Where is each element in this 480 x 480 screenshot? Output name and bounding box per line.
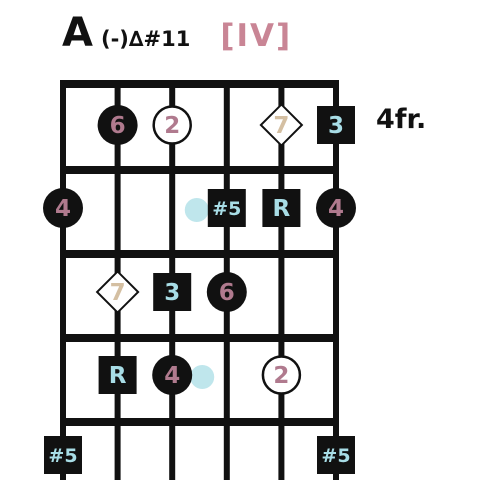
note-label: 4 — [328, 196, 344, 222]
fret-line-5 — [60, 418, 339, 426]
note-label: 3 — [328, 113, 344, 139]
note-marker: R — [98, 356, 137, 394]
note-square-dark — [262, 189, 301, 227]
note-marker: 3 — [317, 106, 355, 144]
note-square-dark — [317, 106, 355, 144]
note-square-dark — [207, 189, 246, 227]
note-marker: 7 — [259, 103, 304, 147]
note-circle-open — [261, 355, 302, 395]
note-circle-dark — [206, 272, 247, 312]
string-line-5 — [278, 80, 285, 480]
note-square-dark — [317, 436, 355, 474]
note-label: #5 — [48, 445, 77, 467]
chord-quality: (-)∆#11 — [100, 27, 191, 51]
ghost-dots — [184, 198, 215, 389]
fret-line-2 — [60, 166, 339, 174]
note-marker: 2 — [261, 355, 302, 395]
fret-line-4 — [60, 334, 339, 342]
note-marker: 6 — [97, 105, 138, 145]
fret-line-3 — [60, 250, 339, 258]
note-marker: R — [262, 189, 301, 227]
note-marker: 4 — [316, 188, 356, 228]
note-circle-dark — [97, 105, 138, 145]
note-marker: 4 — [152, 355, 193, 395]
fretboard-grid — [60, 80, 339, 480]
scale-degree: [IV] — [220, 18, 293, 54]
note-label: R — [273, 196, 291, 222]
note-label: 4 — [55, 196, 71, 222]
ghost-dot-2 — [190, 365, 215, 389]
note-label: 3 — [164, 280, 180, 306]
note-label: 4 — [164, 363, 180, 389]
note-diamond-open — [95, 270, 140, 314]
note-circle-dark — [43, 188, 83, 228]
chord-title: A (-)∆#11 [IV] — [62, 10, 292, 60]
note-square-dark — [98, 356, 137, 394]
note-label: 7 — [110, 280, 126, 306]
note-marker: 7 — [95, 270, 140, 314]
note-square-dark — [153, 273, 192, 311]
note-label: #5 — [212, 198, 241, 220]
note-square-dark — [44, 436, 82, 474]
note-label: 6 — [219, 280, 235, 306]
fret-line-1 — [60, 80, 339, 88]
note-circle-dark — [316, 188, 356, 228]
note-label: 6 — [110, 113, 126, 139]
note-circle-open — [152, 105, 192, 145]
note-label: 2 — [273, 363, 289, 389]
note-marker: #5 — [317, 436, 355, 474]
note-label: R — [109, 363, 127, 389]
note-marker: #5 — [44, 436, 82, 474]
note-marker: 2 — [152, 105, 192, 145]
note-label: 2 — [164, 113, 180, 139]
note-marker: #5 — [207, 189, 246, 227]
note-label: 7 — [273, 113, 289, 139]
string-line-6 — [333, 80, 339, 480]
note-label: #5 — [321, 445, 350, 467]
note-diamond-open — [259, 103, 304, 147]
fret-position-label: 4fr. — [376, 104, 427, 135]
note-marker: 3 — [153, 273, 192, 311]
note-marker: 6 — [206, 272, 247, 312]
ghost-dot-1 — [184, 198, 209, 222]
string-line-1 — [60, 80, 66, 480]
chord-root: A — [62, 10, 93, 56]
note-marker: 4 — [43, 188, 83, 228]
note-circle-dark — [152, 355, 193, 395]
